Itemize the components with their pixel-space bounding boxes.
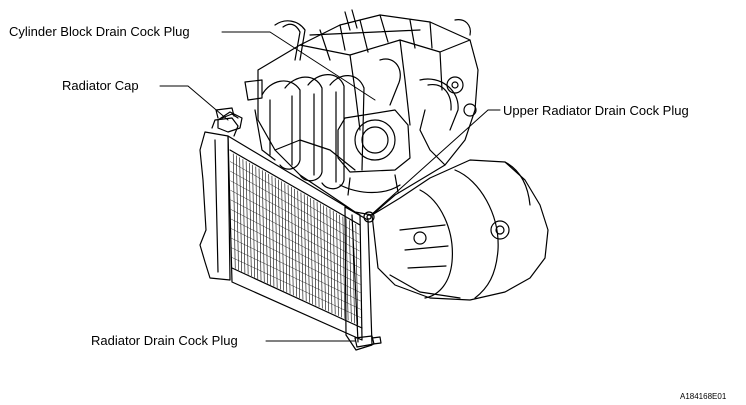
radiator-tube <box>230 180 360 252</box>
radiator-tube <box>231 228 361 293</box>
radiator-drain-cock-plug <box>354 335 382 348</box>
label-radiator-cap: Radiator Cap <box>62 78 139 93</box>
radiator-tube <box>229 161 360 235</box>
transaxle <box>371 159 549 301</box>
engine-block <box>244 9 479 216</box>
radiator-tube <box>231 247 361 310</box>
radiator-tube <box>230 190 360 260</box>
radiator-tube <box>231 257 362 318</box>
radiator-tube <box>230 170 360 243</box>
label-upper-radiator-drain-cock-plug: Upper Radiator Drain Cock Plug <box>503 103 689 118</box>
radiator-cap <box>217 111 243 133</box>
radiator-tube <box>230 218 361 285</box>
label-cylinder-block-drain-cock-plug: Cylinder Block Drain Cock Plug <box>9 24 190 39</box>
radiator-fins <box>229 153 362 325</box>
upper-radiator-drain-plug <box>363 211 375 223</box>
throttle-body <box>337 109 411 196</box>
radiator-tube <box>231 238 361 302</box>
leader-upper-radiator <box>371 109 501 215</box>
leader-radiator-cap <box>159 85 229 121</box>
radiator-tube <box>230 199 361 268</box>
leader-cylinder-block <box>221 31 376 101</box>
figure-code: A184168E01 <box>680 392 727 401</box>
radiator-tube <box>230 209 361 277</box>
intake-manifold <box>254 74 365 190</box>
leader-lines <box>159 31 501 342</box>
label-radiator-drain-cock-plug: Radiator Drain Cock Plug <box>91 333 238 348</box>
